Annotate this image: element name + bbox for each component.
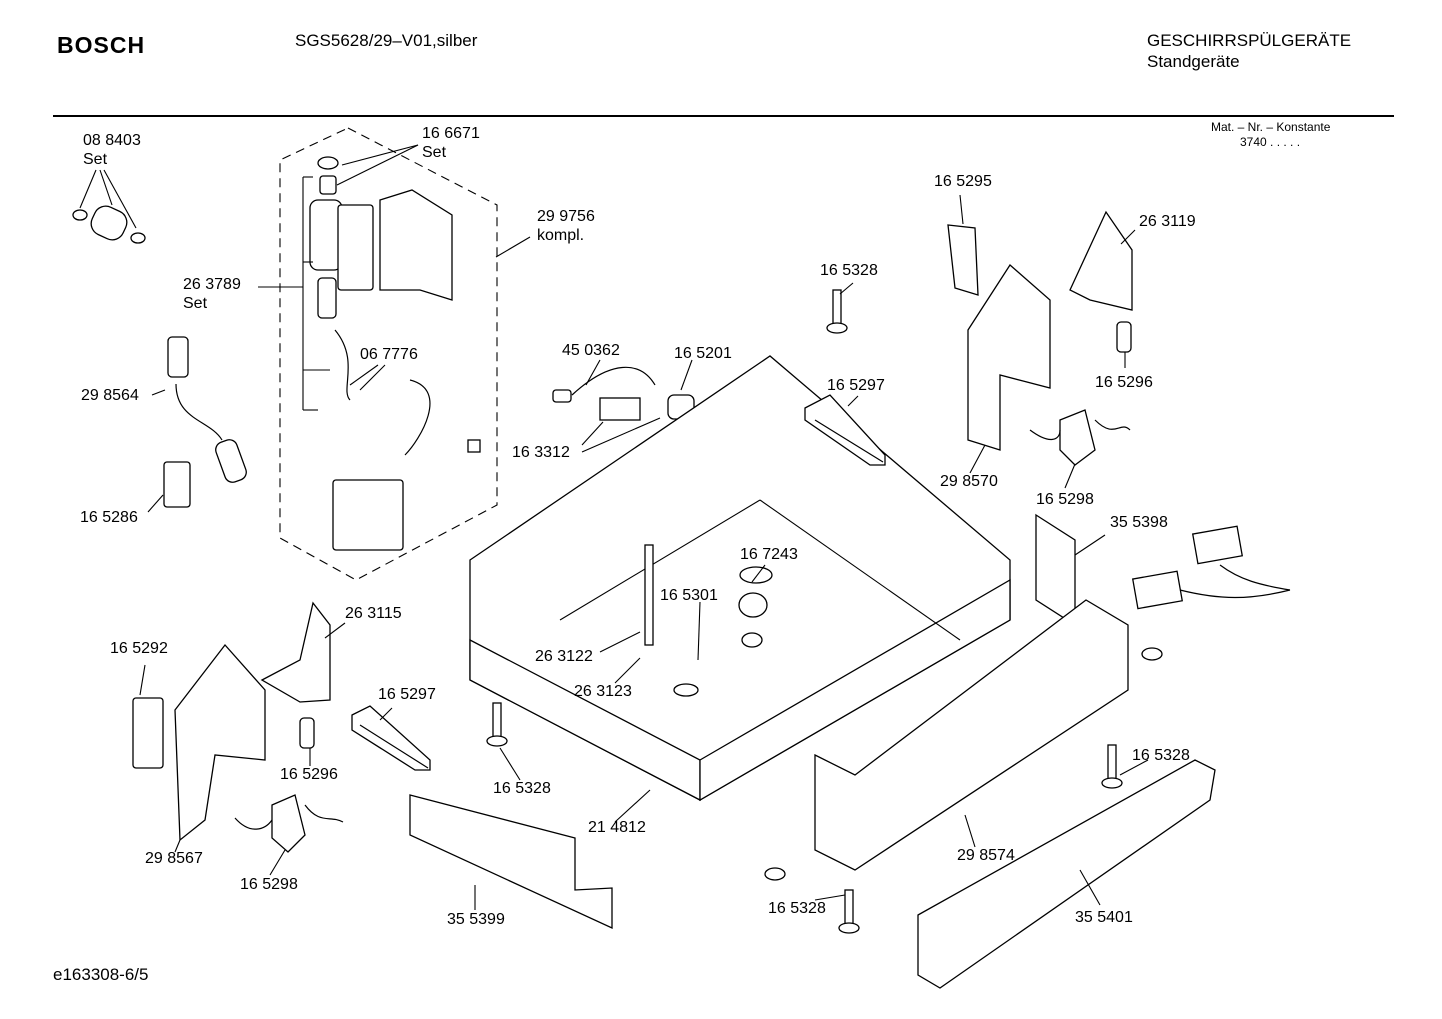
kick-plate-355401 [917,759,1216,989]
part-label-355401: 35 5401 [1075,909,1133,926]
part-label-165298b: 16 5298 [240,876,298,893]
appliance-category: GESCHIRRSPÜLGERÄTE [1147,31,1352,50]
part-label-165292: 16 5292 [110,640,168,657]
part-label-263115: 26 3115 [345,605,402,622]
screw-165328a [826,289,848,334]
spring-165297b [351,705,431,771]
part-label-165301: 16 5301 [660,587,718,604]
part-label-067776: 06 7776 [360,346,418,363]
header-divider [53,115,1394,117]
part-label-163312: 16 3312 [512,444,570,461]
part-label-355398: 35 5398 [1110,514,1168,531]
part-label-167243: 16 7243 [740,546,798,563]
part-label-165296a: 16 5296 [1095,374,1153,391]
part-label-165328d: 16 5328 [1132,747,1190,764]
hinge-165298 [1059,409,1096,466]
screw-165328e [764,867,786,881]
part-label-165328a: 16 5328 [820,262,878,279]
bracket-263119 [1069,210,1133,311]
part-label-165296b: 16 5296 [280,766,338,783]
side-wall-355398 [1035,513,1076,627]
base-tub [469,355,1011,802]
spring-165297a [804,394,886,466]
screw-right [1141,647,1163,661]
screw-165328c [838,889,860,934]
valve-assembly [309,156,481,551]
part-label-298567: 29 8567 [145,850,203,867]
screw-165328d [1101,744,1123,789]
side-panel-298570 [967,264,1051,451]
model-number: SGS5628/29–V01,silber [295,31,478,50]
part-label-263119: 26 3119 [1139,213,1196,230]
cable-harness-upper [552,366,695,421]
brand-logo: BOSCH [57,32,146,58]
part-label-263789: 26 3789 Set [183,276,241,312]
part-label-165286: 16 5286 [80,509,138,526]
toe-panel-298574 [814,599,1129,871]
screw-165328b [486,702,508,747]
part-label-165298a: 16 5298 [1036,491,1094,508]
part-label-299756: 29 9756 kompl. [537,208,595,244]
clip-165296b [299,717,315,749]
part-label-298564: 29 8564 [81,387,139,404]
part-label-298570: 29 8570 [940,473,998,490]
hose-clamp-set [72,205,146,244]
mat-number-label: Mat. – Nr. – Konstante [1211,120,1331,134]
part-label-088403: 08 8403 Set [83,132,141,168]
clip [163,461,191,508]
cover-165292 [132,697,164,769]
side-panel-298567 [174,643,266,842]
part-label-263123: 26 3123 [574,683,632,700]
part-label-165297b: 16 5297 [378,686,436,703]
bracket-263115 [260,601,331,703]
part-label-165201: 16 5201 [674,345,732,362]
document-id: e163308-6/5 [53,965,149,984]
cable-harness-right [1131,525,1291,610]
mat-number-value: 3740 . . . . . [1240,135,1301,149]
hinge-165298b [271,794,306,853]
part-label-165297a: 16 5297 [827,377,885,394]
front-cover-355399 [409,794,613,930]
bracket-165295 [947,224,979,296]
spring-hose [167,336,247,483]
part-label-355399: 35 5399 [447,911,505,928]
part-label-165328c: 16 5328 [768,900,826,917]
part-label-214812: 21 4812 [588,819,646,836]
part-label-263122: 26 3122 [535,648,593,665]
part-label-298574: 29 8574 [957,847,1015,864]
leader-lines [79,144,1149,910]
part-label-165295: 16 5295 [934,173,992,190]
appliance-subcategory: Standgeräte [1147,52,1240,71]
part-label-166671: 16 6671 Set [422,125,480,161]
part-label-450362: 45 0362 [562,342,620,359]
subassembly-boundary [279,127,498,581]
clip-165296 [1116,321,1132,353]
part-label-165328b: 16 5328 [493,780,551,797]
